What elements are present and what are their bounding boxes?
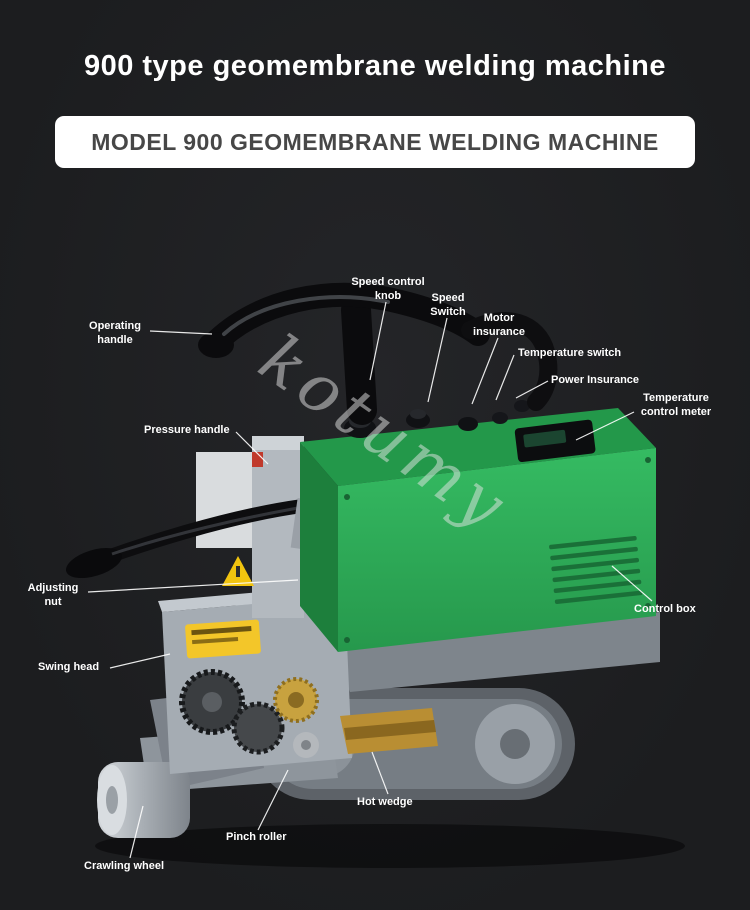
label-operating-handle: Operating handle bbox=[89, 320, 141, 346]
label-temperature-control-meter: Temperature control meter bbox=[640, 392, 712, 418]
motor-insurance-part bbox=[458, 417, 478, 431]
page-title: 900 type geomembrane welding machine bbox=[83, 50, 667, 82]
temperature-switch-part bbox=[492, 412, 508, 424]
label-pinch-roller: Pinch roller bbox=[226, 831, 287, 843]
label-control-box: Control box bbox=[634, 603, 696, 615]
temperature-control-meter-part bbox=[514, 419, 596, 463]
power-insurance-part bbox=[514, 400, 530, 412]
motor-hose-part bbox=[461, 312, 558, 411]
callout-lines bbox=[87, 301, 653, 859]
label-crawling-wheel: Crawling wheel bbox=[84, 860, 165, 872]
label-speed-control-knob: Speed control knob bbox=[351, 276, 425, 302]
crawling-wheel-part bbox=[97, 762, 190, 838]
hot-wedge-part bbox=[340, 708, 438, 754]
operating-handle-part bbox=[198, 282, 558, 425]
label-swing-head: Swing head bbox=[38, 661, 100, 673]
ground-shadow bbox=[95, 824, 685, 868]
label-temperature-switch: Temperature switch bbox=[518, 347, 622, 359]
label-hot-wedge: Hot wedge bbox=[357, 796, 413, 808]
label-power-insurance: Power Insurance bbox=[551, 374, 640, 386]
label-motor-insurance: Motor insurance bbox=[473, 312, 525, 338]
label-speed-switch: Speed Switch bbox=[430, 292, 466, 318]
label-adjusting-nut: Adjusting nut bbox=[27, 582, 79, 608]
swing-head-part bbox=[158, 585, 352, 774]
machine-base-lower-part bbox=[330, 612, 660, 692]
control-box-part bbox=[300, 408, 656, 652]
label-pressure-handle: Pressure handle bbox=[144, 424, 230, 436]
subtitle-banner: MODEL 900 GEOMEMBRANE WELDING MACHINE bbox=[55, 116, 695, 168]
